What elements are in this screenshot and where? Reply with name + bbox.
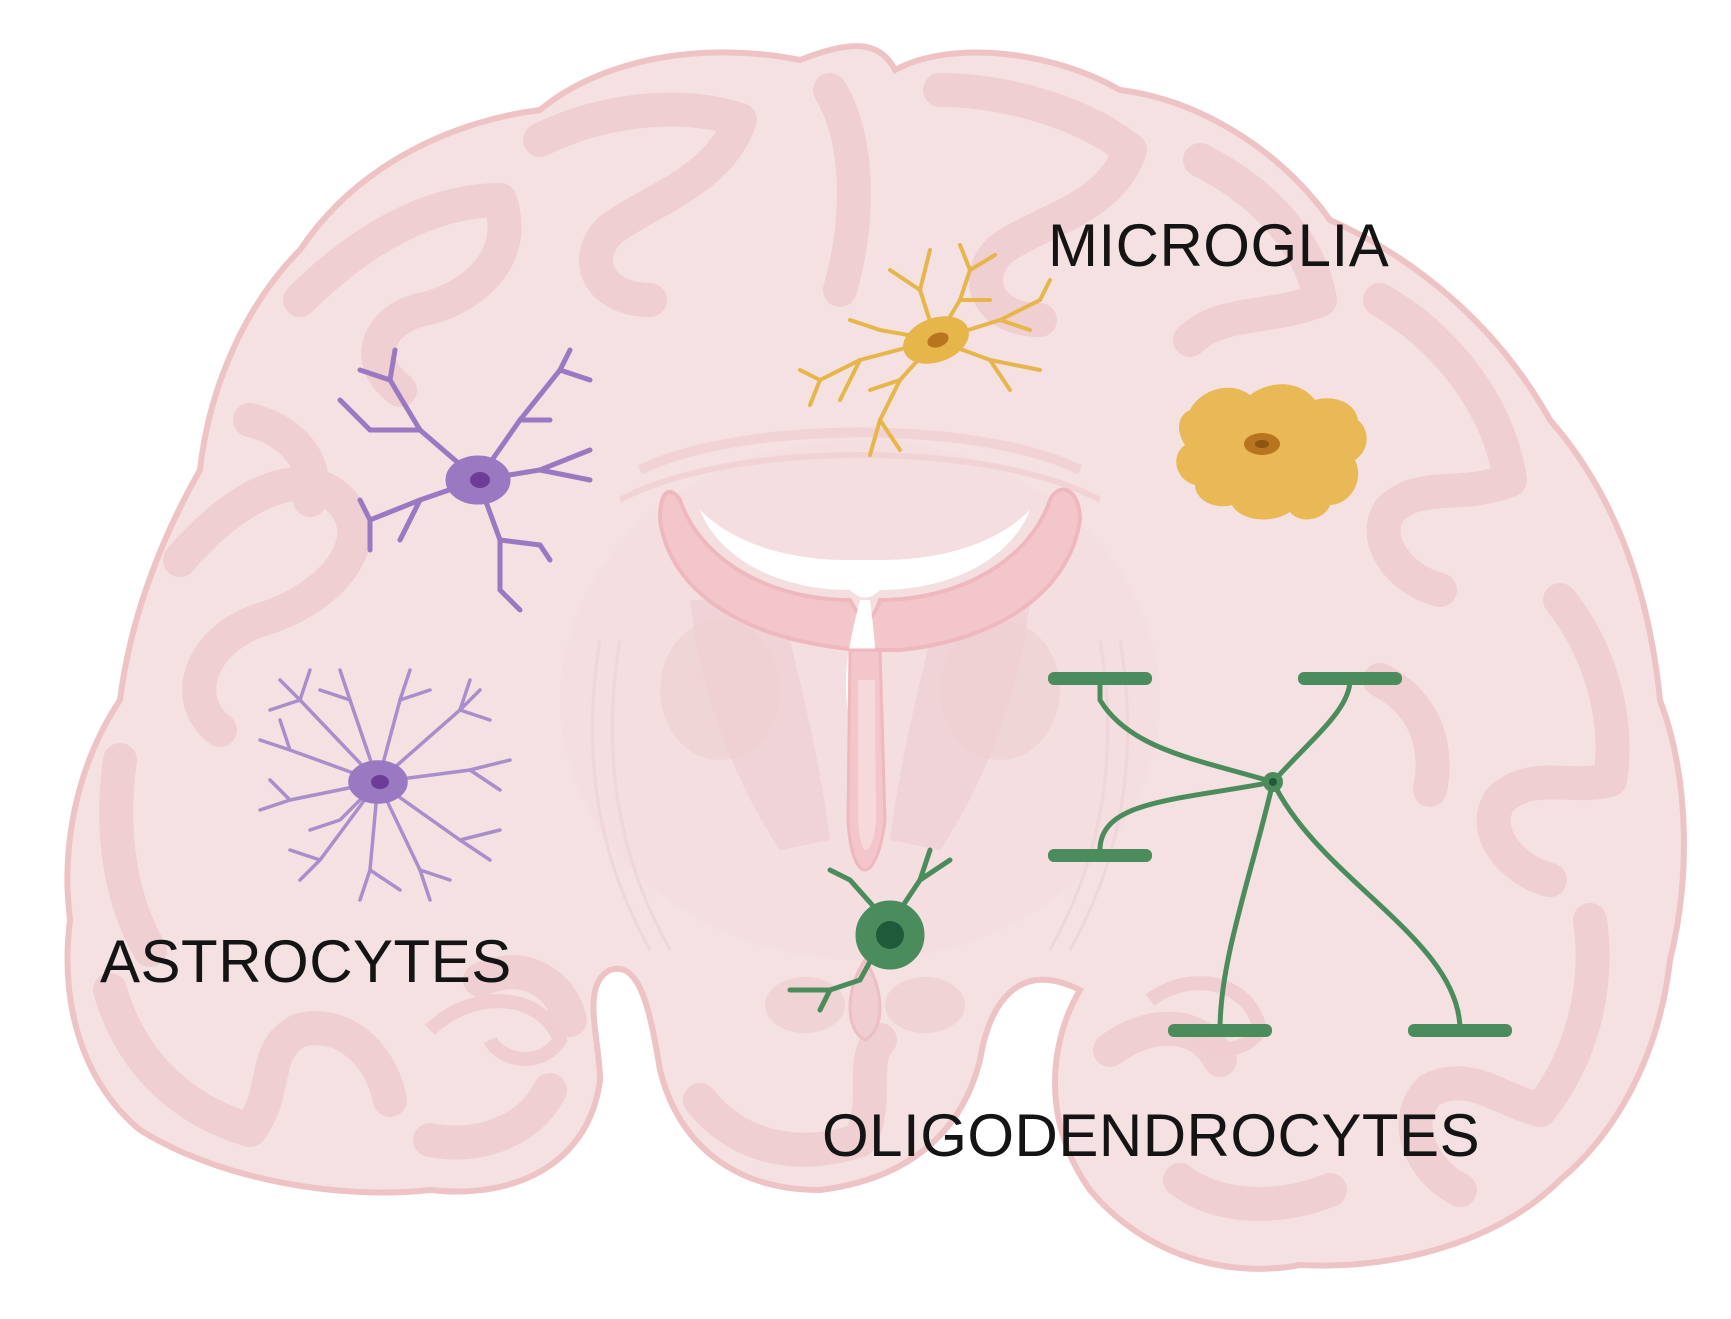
microglia-amoeboid-icon bbox=[1176, 384, 1367, 520]
subcortical-structures bbox=[425, 427, 1268, 1066]
microglia-ramified-icon bbox=[798, 243, 1052, 457]
myelinating-oligodendrocyte-icon bbox=[1097, 677, 1463, 1033]
oligodendrocytes-label: OLIGODENDROCYTES bbox=[822, 1102, 1481, 1169]
oligodendrocyte-icon bbox=[787, 847, 953, 1013]
astrocyte-fibrous-icon bbox=[258, 668, 512, 902]
myelin-sheaths bbox=[1048, 672, 1512, 1037]
astrocyte-protoplasmic-icon bbox=[337, 347, 593, 613]
microglia-label: MICROGLIA bbox=[1048, 212, 1390, 279]
astrocytes-label: ASTROCYTES bbox=[100, 928, 512, 995]
